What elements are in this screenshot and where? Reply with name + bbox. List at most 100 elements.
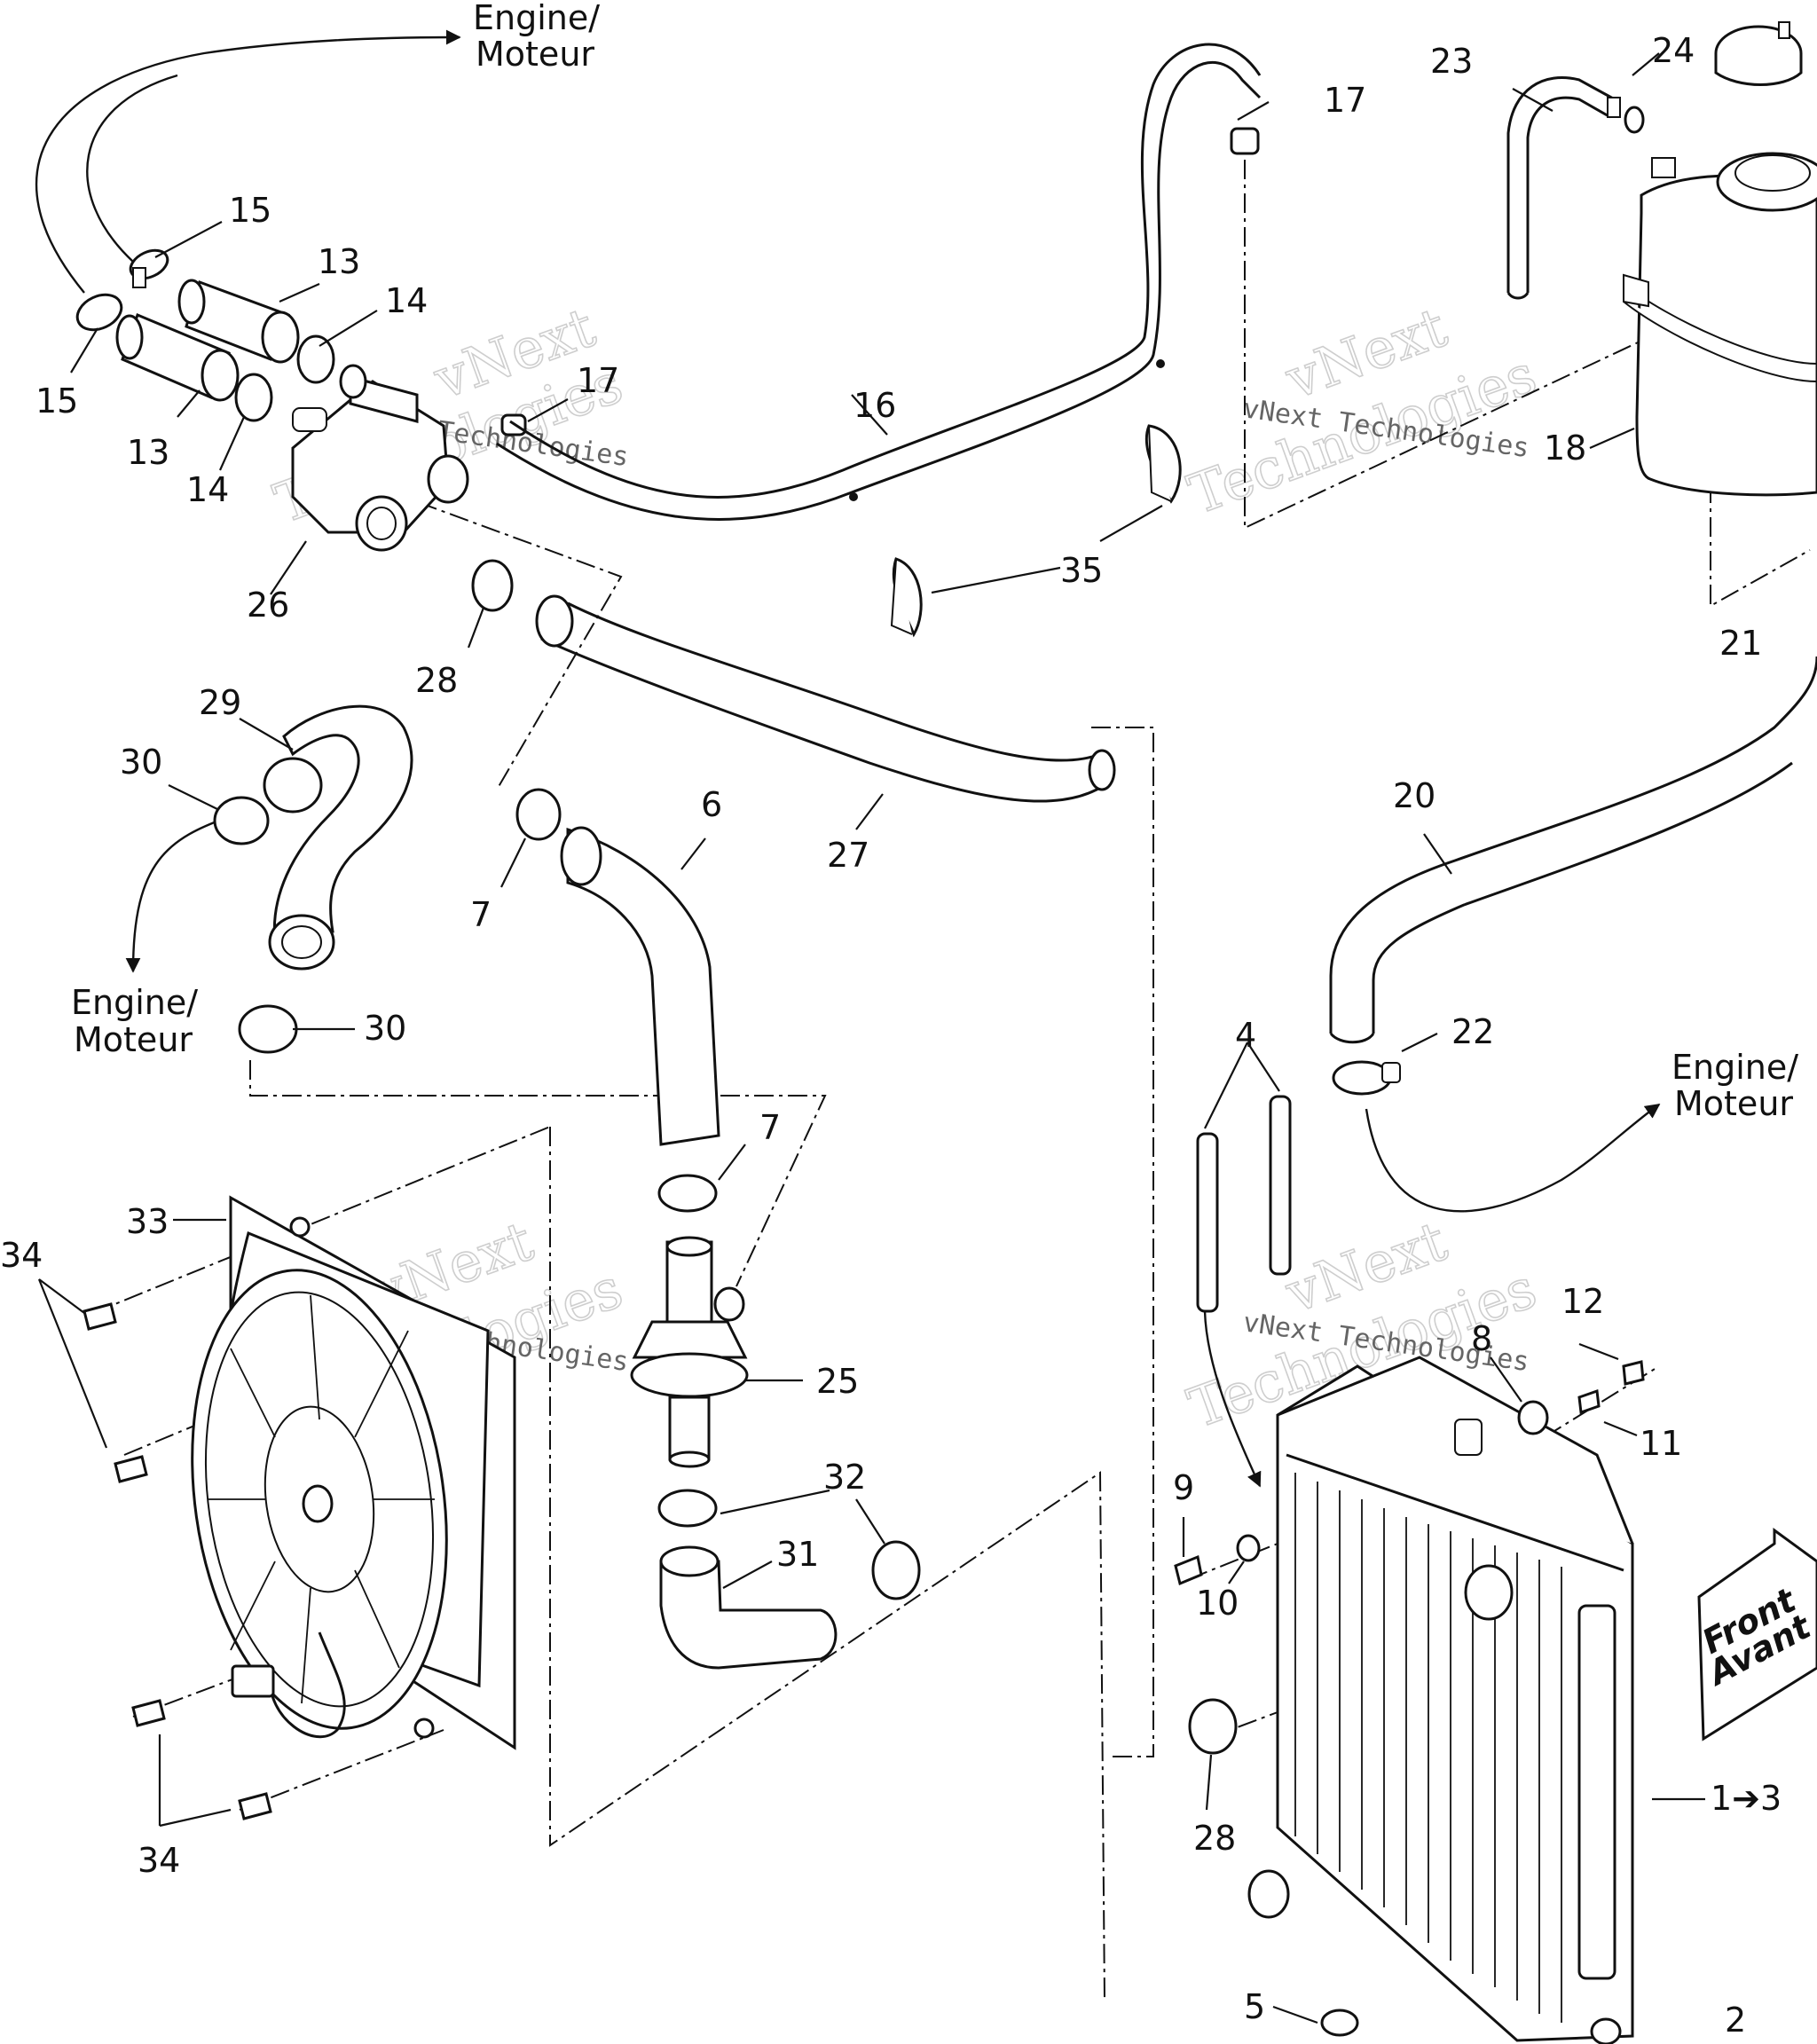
spring-clamp-35-right (1144, 424, 1182, 504)
bushing-11 (1577, 1388, 1601, 1415)
flow-arrow-right (1365, 1104, 1661, 1213)
clamp-24 (1624, 106, 1645, 134)
washer-10 (1236, 1534, 1261, 1562)
callout-7: 7 (470, 895, 492, 934)
callout-12: 12 (1561, 1282, 1604, 1321)
strip-arrow (1203, 1310, 1262, 1488)
callout-2: 2 (1725, 2001, 1746, 2040)
callout-34: 34 (0, 1236, 43, 1275)
clamp-7-upper (515, 788, 562, 841)
callouts: 15 15 13 13 14 14 17 17 16 35 26 28 28 2… (0, 31, 1782, 2040)
engine-label-left-line1: Engine/ (71, 983, 198, 1022)
callout-27: 27 (827, 836, 869, 875)
hose-20 (1329, 656, 1817, 1044)
clamp-15-upper (129, 248, 169, 288)
engine-label-top-line2: Moteur (476, 35, 594, 74)
radiator-1to3 (1247, 1356, 1634, 2044)
callout-10: 10 (1196, 1584, 1239, 1623)
thermostat-25 (630, 1236, 749, 1468)
clamp-30-lower (238, 1004, 298, 1054)
clamp-17-right (1230, 127, 1260, 155)
callout-28: 28 (1193, 1819, 1236, 1858)
spring-clamp-35-left (890, 557, 923, 638)
callout-1-to-3: 1➔3 (1711, 1779, 1782, 1818)
expansion-tank-18 (1623, 152, 1817, 497)
callout-32: 32 (823, 1458, 866, 1497)
callout-35: 35 (1060, 551, 1103, 590)
engine-label-top-line1: Engine/ (473, 0, 600, 37)
cap-24 (1714, 21, 1803, 86)
callout-30: 30 (120, 743, 162, 782)
clamp-15-lower (75, 293, 123, 332)
hose-23 (1506, 76, 1621, 300)
clamp-7-lower (657, 1174, 718, 1213)
engine-label-right: Engine/ Moteur (1671, 1048, 1798, 1123)
hose-29 (263, 704, 413, 971)
callout-14: 14 (385, 281, 428, 320)
callout-6: 6 (701, 785, 722, 824)
callout-21: 21 (1719, 624, 1762, 663)
hose-27 (535, 594, 1116, 803)
callout-8: 8 (1471, 1319, 1492, 1358)
callout-5: 5 (1244, 1987, 1265, 2026)
foam-strips-4 (1196, 1095, 1292, 1313)
bolts-34 (83, 1302, 272, 1820)
callout-30: 30 (364, 1009, 406, 1048)
callout-23: 23 (1430, 42, 1473, 81)
callout-26: 26 (247, 586, 289, 625)
flow-arrow-top-inner (86, 74, 178, 263)
engine-label-right-line1: Engine/ (1671, 1048, 1798, 1087)
hose-6 (560, 826, 720, 1146)
radiator-hardware (1174, 1360, 1645, 2037)
flow-arrow-left (125, 814, 232, 973)
front-direction-badge: Front Avant (1696, 1528, 1817, 1741)
callout-31: 31 (776, 1535, 819, 1574)
callout-17: 17 (577, 361, 619, 400)
hose-16-mark (849, 492, 858, 501)
callout-13: 13 (318, 242, 360, 281)
engine-label-left-line2: Moteur (74, 1020, 193, 1059)
bolt-9 (1174, 1554, 1203, 1586)
callout-33: 33 (126, 1202, 169, 1241)
callout-15: 15 (35, 381, 78, 421)
callout-13: 13 (127, 433, 169, 472)
callout-15: 15 (229, 191, 271, 230)
grommet-8 (1517, 1400, 1549, 1435)
thermostat-housing-26 (291, 364, 469, 552)
clamp-14-lower (234, 373, 273, 422)
flow-arrow-top (35, 29, 461, 294)
hose-31 (659, 1545, 838, 1670)
callout-14: 14 (186, 470, 229, 509)
hose-connector-13-lower (115, 312, 240, 402)
clamp-22 (1332, 1060, 1401, 1096)
clamp-32-left (657, 1489, 718, 1528)
callout-28: 28 (415, 661, 458, 700)
fan-blades (208, 1294, 435, 1704)
callout-18: 18 (1544, 428, 1586, 468)
callout-29: 29 (199, 683, 241, 722)
callout-11: 11 (1640, 1424, 1682, 1463)
hose-16 (496, 43, 1262, 521)
engine-label-left: Engine/ Moteur (71, 983, 198, 1059)
hose-connector-13-upper (177, 279, 300, 364)
callout-25: 25 (816, 1362, 859, 1401)
nut-12 (1622, 1360, 1645, 1386)
callout-9: 9 (1173, 1468, 1194, 1507)
clamp-28-upper (471, 559, 514, 612)
callout-4: 4 (1235, 1016, 1256, 1055)
callout-7: 7 (759, 1108, 781, 1147)
radiator-fins (1294, 1473, 1562, 2023)
clamp-14-upper (296, 334, 335, 384)
fan-shroud-33 (191, 1195, 516, 1750)
callout-34: 34 (138, 1841, 180, 1880)
callout-leader-lines (37, 52, 1705, 2024)
callout-24: 24 (1652, 31, 1695, 70)
callout-22: 22 (1451, 1012, 1494, 1051)
callout-16: 16 (853, 386, 896, 425)
clamp-32-right (871, 1540, 921, 1600)
grommet-5 (1320, 2009, 1359, 2037)
engine-label-right-line2: Moteur (1674, 1084, 1793, 1123)
clamp-30-upper (213, 796, 270, 845)
callout-17: 17 (1324, 81, 1366, 120)
